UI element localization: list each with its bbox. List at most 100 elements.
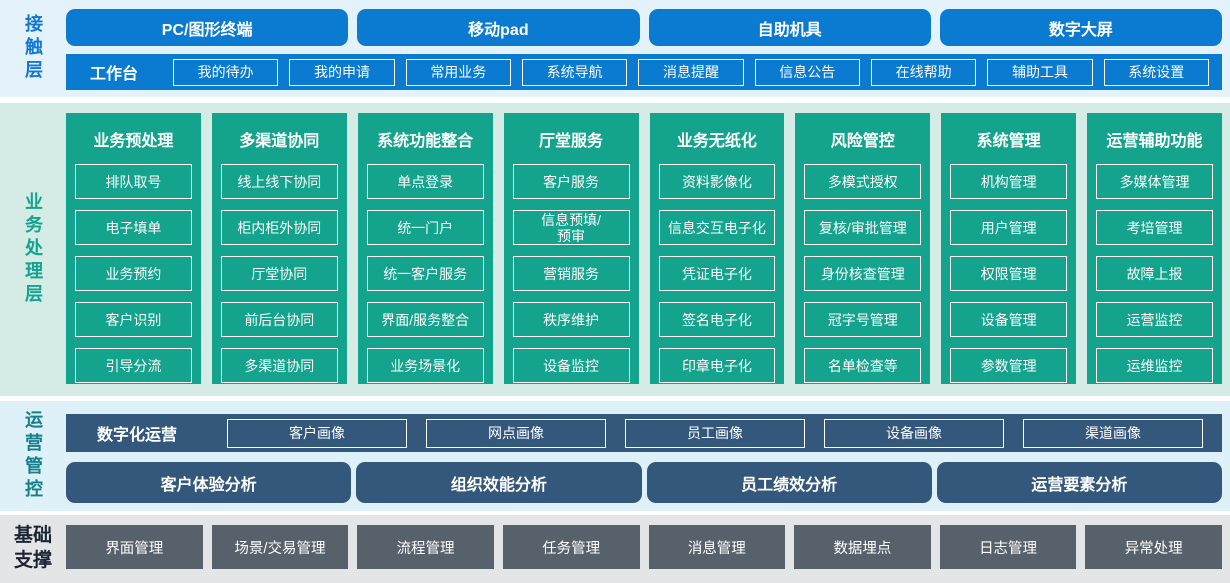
digital-operation-label: 数字化运营 [96,427,177,444]
analysis-employee-performance: 员工绩效分析 [646,462,932,503]
portrait-channel: 渠道画像 [1023,418,1203,448]
layer-foundation: 基础支撑 界面管理 场景/交易管理 流程管理 任务管理 消息管理 数据埋点 日志… [0,515,1230,583]
fd-exception-handling: 异常处理 [1085,525,1222,569]
wb-item-aux-tools: 辅助工具 [987,58,1093,86]
column-business-preprocess: 业务预处理 排队取号 电子填单 业务预约 客户识别 引导分流 [66,113,201,384]
channel-self-service-machine: 自助机具 [648,9,931,46]
fd-scene-trade-management: 场景/交易管理 [211,525,349,569]
column-item: 引导分流 [75,348,192,383]
column-title: 系统功能整合 [377,133,474,150]
column-item: 运维监控 [1096,348,1213,383]
layer-operations: 运营管控 数字化运营 客户画像 网点画像 员工画像 设备画像 渠道画像 客户体验… [0,401,1230,511]
portrait-device: 设备画像 [824,418,1004,448]
column-item: 设备管理 [950,302,1068,337]
column-item: 营销服务 [512,256,630,291]
digital-operation-bar: 数字化运营 客户画像 网点画像 员工画像 设备画像 渠道画像 [66,414,1222,452]
column-item: 多模式授权 [804,164,922,199]
channel-row: PC/图形终端 移动pad 自助机具 数字大屏 [66,9,1222,46]
layer-foundation-label: 基础支撑 [0,515,66,583]
column-system-integration: 系统功能整合 单点登录 统一门户 统一客户服务 界面/服务整合 业务场景化 [357,113,493,384]
column-item: 资料影像化 [658,164,776,199]
wb-item-system-nav: 系统导航 [521,58,628,86]
layer-foundation-label-text: 基础支撑 [13,525,52,571]
wb-item-common-business: 常用业务 [405,58,511,86]
column-item: 权限管理 [950,256,1068,291]
column-item: 业务场景化 [366,348,484,383]
channel-digital-screen: 数字大屏 [939,9,1222,46]
wb-item-info-notice: 信息公告 [754,58,860,86]
column-item: 设备监控 [512,348,630,383]
column-item: 参数管理 [950,348,1068,383]
portrait-customer: 客户画像 [227,418,407,448]
column-item: 业务预约 [75,256,192,291]
layer-business: 业务处理层 业务预处理 排队取号 电子填单 业务预约 客户识别 引导分流 多渠道… [0,103,1230,396]
fd-message-management: 消息管理 [648,525,786,569]
wb-item-my-application: 我的申请 [289,58,395,86]
fd-data-tracking: 数据埋点 [794,525,931,569]
column-item: 多媒体管理 [1096,164,1213,199]
column-title: 业务无纸化 [676,133,757,150]
wb-item-system-settings: 系统设置 [1103,58,1209,86]
column-item: 信息交互电子化 [658,210,776,245]
column-item: 凭证电子化 [658,256,776,291]
column-hall-service: 厅堂服务 客户服务 信息预填/ 预审 营销服务 秩序维护 设备监控 [503,113,639,384]
column-title: 业务预处理 [93,133,174,150]
column-item: 多渠道协同 [220,348,338,383]
fd-ui-management: 界面管理 [66,525,203,569]
layer-operations-label: 运营管控 [23,410,43,502]
column-item: 故障上报 [1096,256,1213,291]
column-item: 签名电子化 [658,302,776,337]
wb-item-online-help: 在线帮助 [870,58,977,86]
column-operation-aux: 运营辅助功能 多媒体管理 考培管理 故障上报 运营监控 运维监控 [1087,113,1222,384]
column-item: 排队取号 [75,164,192,199]
column-item: 统一客户服务 [366,256,484,291]
column-item: 客户识别 [75,302,192,337]
column-item: 前后台协同 [220,302,338,337]
column-title: 系统管理 [976,133,1041,150]
layer-operations-content: 数字化运营 客户画像 网点画像 员工画像 设备画像 渠道画像 客户体验分析 组织… [66,401,1230,511]
analysis-row: 客户体验分析 组织效能分析 员工绩效分析 运营要素分析 [66,462,1222,503]
analysis-customer-experience: 客户体验分析 [66,462,352,503]
column-system-management: 系统管理 机构管理 用户管理 权限管理 设备管理 参数管理 [941,113,1077,384]
layer-business-label: 业务处理层 [23,192,43,307]
column-item: 名单检查等 [804,348,922,383]
column-multichannel-collab: 多渠道协同 线上线下协同 柜内柜外协同 厅堂协同 前后台协同 多渠道协同 [211,113,347,384]
column-title: 运营辅助功能 [1106,133,1203,150]
portrait-employee: 员工画像 [625,418,805,448]
column-item: 线上线下协同 [220,164,338,199]
workbench-bar: 工作台 我的待办 我的申请 常用业务 系统导航 消息提醒 信息公告 在线帮助 辅… [66,54,1222,90]
column-item: 机构管理 [950,164,1068,199]
wb-item-message-remind: 消息提醒 [638,58,744,86]
fd-task-management: 任务管理 [502,525,640,569]
fd-process-management: 流程管理 [357,525,494,569]
layer-contact: 接触层 PC/图形终端 移动pad 自助机具 数字大屏 工作台 我的待办 我的申… [0,0,1230,97]
column-item: 厅堂协同 [220,256,338,291]
layer-contact-content: PC/图形终端 移动pad 自助机具 数字大屏 工作台 我的待办 我的申请 常用… [66,0,1230,97]
portrait-branch: 网点画像 [426,418,606,448]
business-columns: 业务预处理 排队取号 电子填单 业务预约 客户识别 引导分流 多渠道协同 线上线… [66,103,1230,396]
column-item: 复核/审批管理 [804,210,922,245]
column-item: 电子填单 [75,210,192,245]
column-risk-control: 风险管控 多模式授权 复核/审批管理 身份核查管理 冠字号管理 名单检查等 [795,113,931,384]
layer-contact-label: 接触层 [23,14,43,83]
column-item: 运营监控 [1096,302,1213,337]
fd-log-management: 日志管理 [939,525,1077,569]
analysis-operation-elements: 运营要素分析 [936,462,1222,503]
column-paperless: 业务无纸化 资料影像化 信息交互电子化 凭证电子化 签名电子化 印章电子化 [649,113,785,384]
column-item: 秩序维护 [512,302,630,337]
analysis-org-efficiency: 组织效能分析 [356,462,642,503]
workbench-label: 工作台 [89,66,138,83]
column-item: 柜内柜外协同 [220,210,338,245]
column-item: 用户管理 [950,210,1068,245]
column-item: 界面/服务整合 [366,302,484,337]
column-title: 多渠道协同 [239,133,320,150]
column-item: 考培管理 [1096,210,1213,245]
column-item: 信息预填/ 预审 [512,210,630,245]
channel-mobile-pad: 移动pad [357,9,640,46]
column-item: 身份核查管理 [804,256,922,291]
wb-item-my-todo: 我的待办 [173,58,279,86]
column-item: 冠字号管理 [804,302,922,337]
column-item: 客户服务 [512,164,630,199]
channel-pc-terminal: PC/图形终端 [66,9,349,46]
